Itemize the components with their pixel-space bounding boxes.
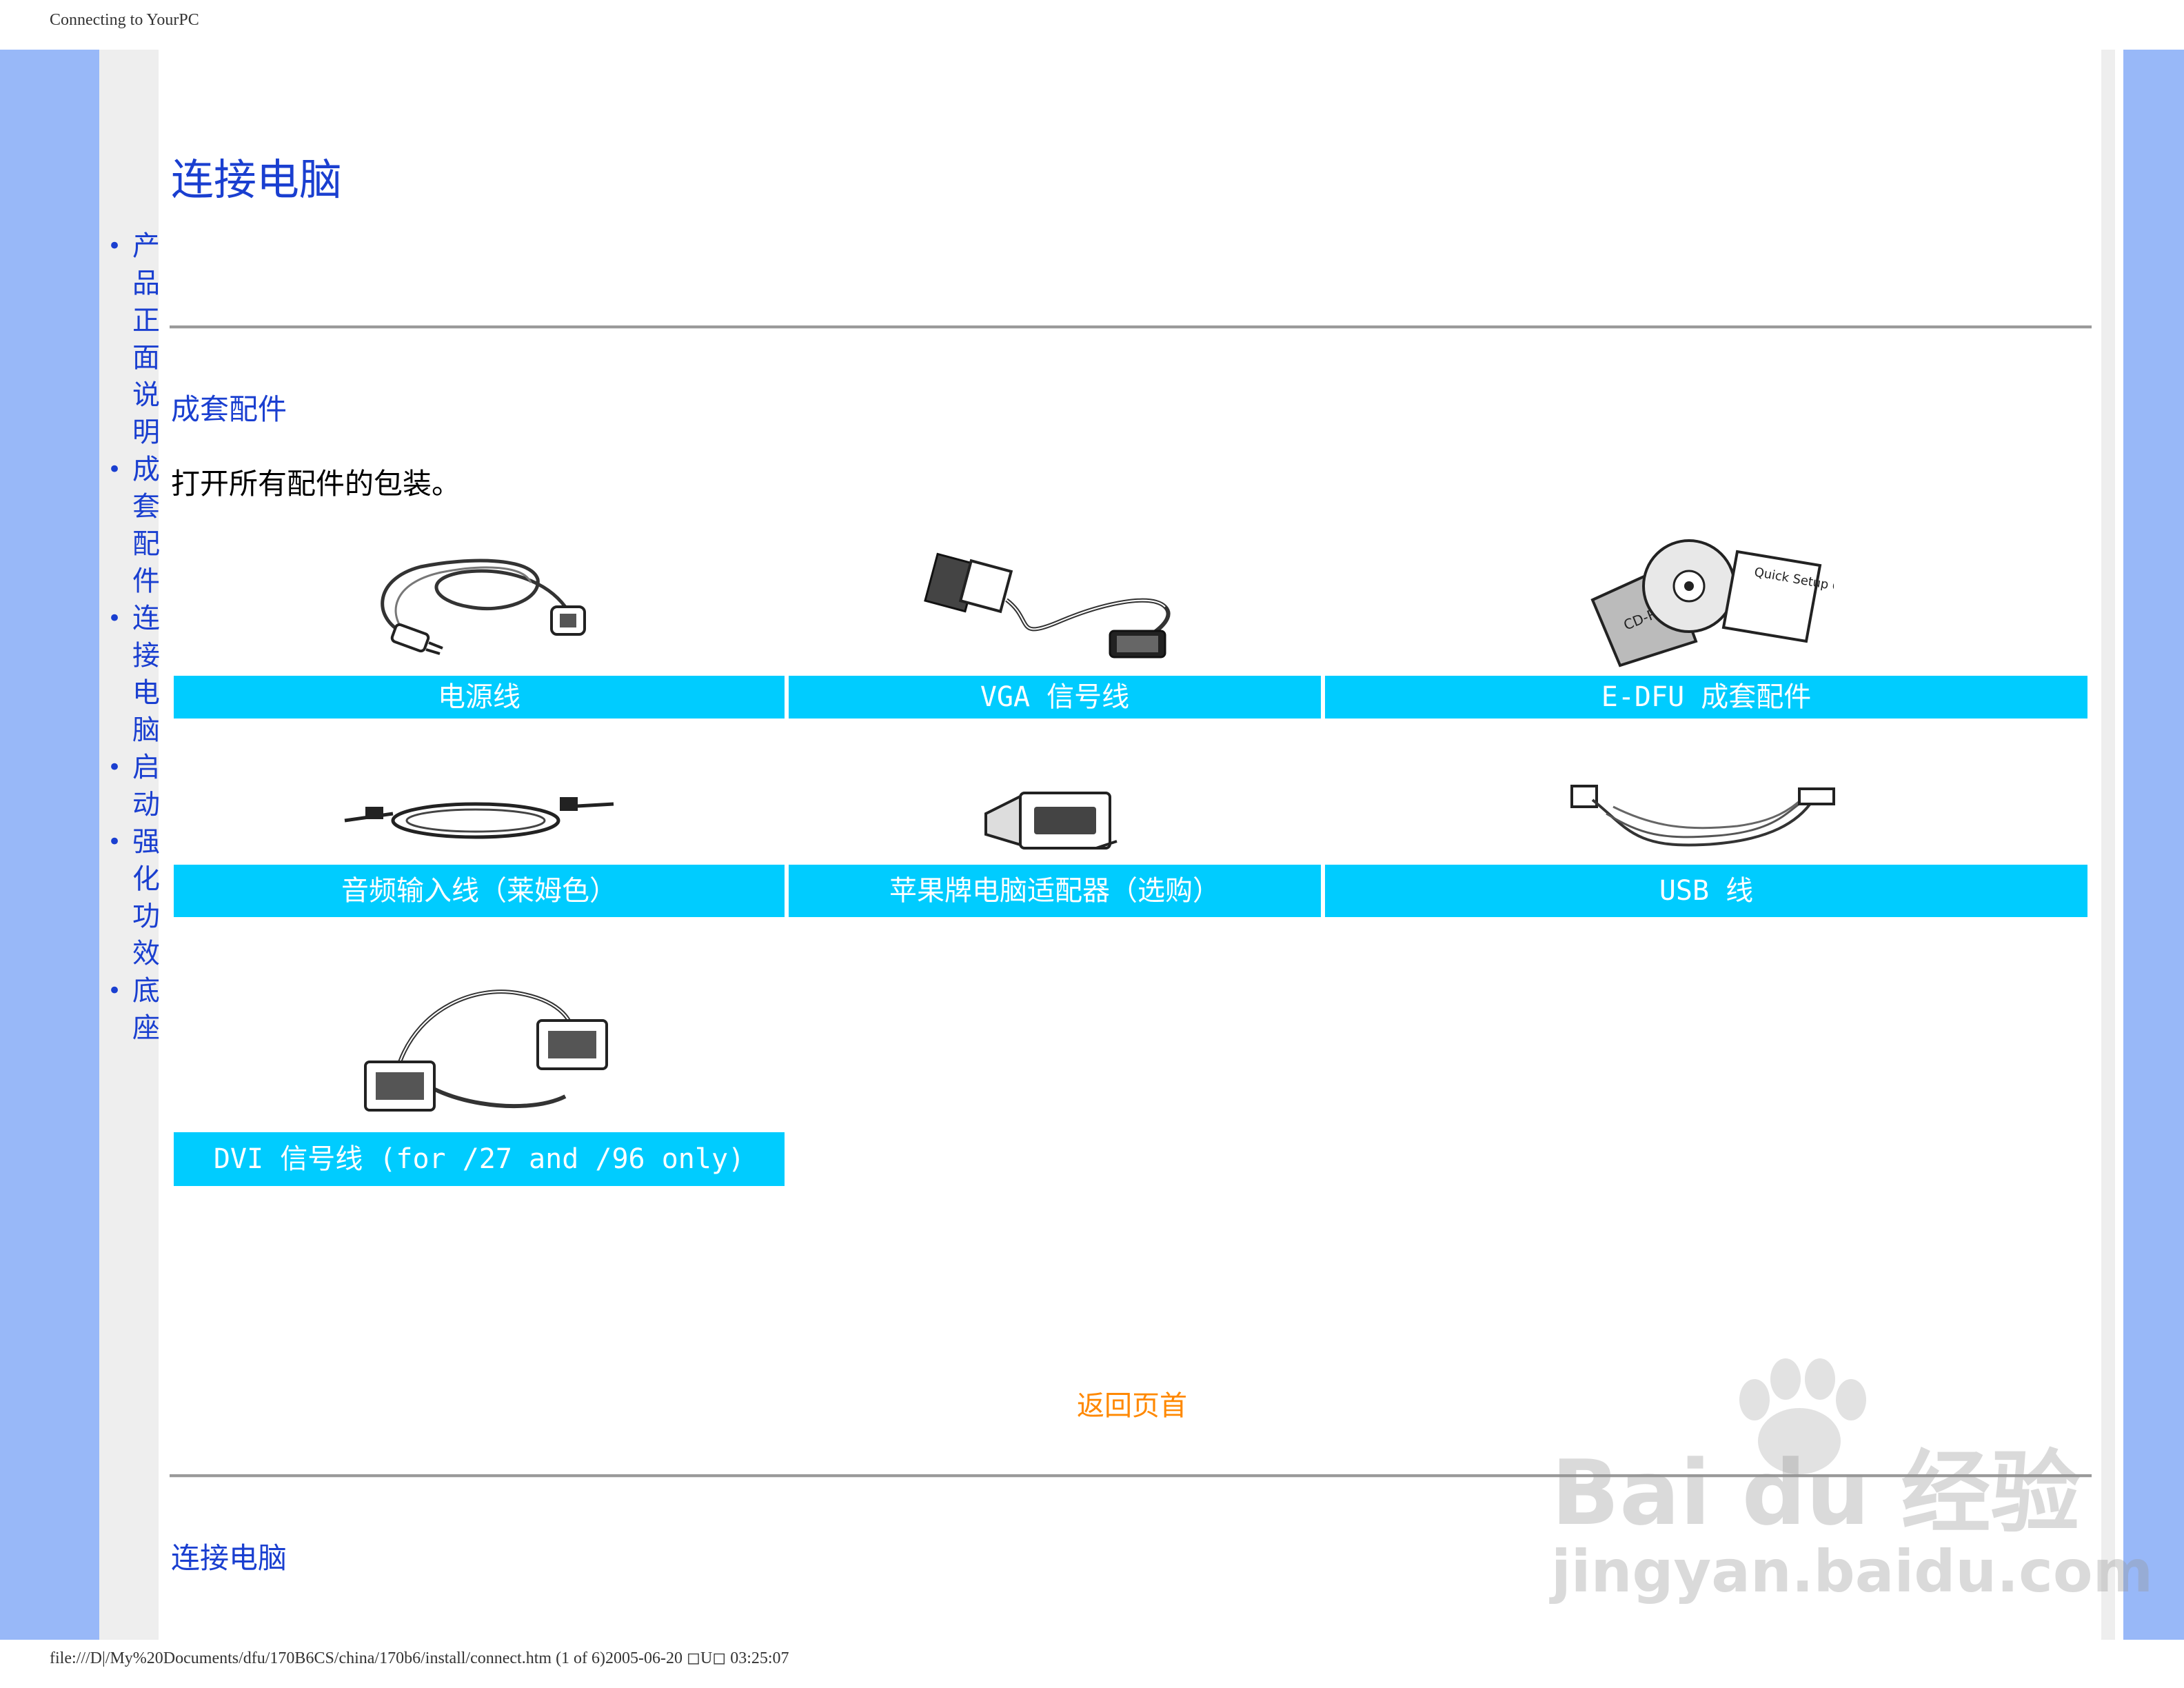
divider-bottom — [170, 1474, 2092, 1478]
bullet-icon: • — [108, 605, 122, 632]
page-title: 连接电脑 — [171, 154, 343, 205]
sidebar-item-accessories[interactable]: • 成套配件 — [103, 451, 160, 600]
accessory-label-power-cord: 电源线 — [174, 676, 785, 719]
bottom-section-title[interactable]: 连接电脑 — [171, 1541, 287, 1575]
watermark-brand: Bai du 经验 — [1551, 1440, 2081, 1545]
print-footer: file:///D|/My%20Documents/dfu/170B6CS/ch… — [50, 1649, 789, 1667]
bullet-icon: • — [108, 828, 122, 856]
accessory-label-audio-cable: 音频输入线（莱姆色） — [174, 865, 785, 917]
sidebar-item-front-panel[interactable]: • 产品正面说明 — [103, 228, 160, 451]
vga-cable-icon — [924, 552, 1171, 659]
mac-adapter-icon — [984, 792, 1118, 850]
cd-rom-guide-icon: CD-ROM Quick Setup Guide — [1590, 539, 1834, 667]
power-cord-icon — [381, 559, 586, 655]
bullet-icon: • — [108, 232, 122, 260]
bullet-icon: • — [108, 754, 122, 781]
back-to-top-link[interactable]: 返回页首 — [1077, 1390, 1187, 1422]
sidebar-item-label: 产品正面说明 — [132, 230, 160, 448]
accessory-label-mac-adapter: 苹果牌电脑适配器（选购） — [789, 865, 1321, 917]
left-blue-band — [0, 50, 99, 1640]
sidebar-item-label: 底座 — [132, 975, 160, 1044]
watermark-url: jingyan.baidu.com — [1551, 1538, 2154, 1605]
intro-text: 打开所有配件的包装。 — [171, 467, 461, 501]
paw-logo-icon — [1739, 1358, 1866, 1474]
audio-cable-icon — [344, 797, 614, 839]
usb-cable-icon — [1570, 785, 1835, 847]
sidebar-item-label: 连接电脑 — [132, 603, 160, 746]
sidebar-item-label: 启动 — [132, 752, 160, 821]
accessory-label-vga-cable: VGA 信号线 — [789, 676, 1321, 719]
dvi-cable-icon — [364, 989, 608, 1112]
print-header: Connecting to YourPC — [50, 11, 199, 29]
sidebar-item-base[interactable]: • 底座 — [103, 972, 160, 1047]
right-blue-band — [2123, 50, 2184, 1640]
sidebar-item-label: 强化功效 — [132, 826, 160, 969]
accessory-label-usb-cable: USB 线 — [1325, 865, 2087, 917]
sidebar-item-startup[interactable]: • 启动 — [103, 749, 160, 823]
sidebar-item-connect[interactable]: • 连接电脑 — [103, 600, 160, 749]
content-area — [159, 50, 2101, 1640]
accessory-label-edfu-kit: E-DFU 成套配件 — [1325, 676, 2087, 719]
accessory-label-dvi-cable: DVI 信号线 (for /27 and /96 only) — [174, 1132, 785, 1186]
left-gray-band — [99, 50, 159, 1640]
bullet-icon: • — [108, 977, 122, 1005]
right-gray-band — [2101, 50, 2115, 1640]
sidebar-item-label: 成套配件 — [132, 454, 160, 597]
sidebar-item-optimize[interactable]: • 强化功效 — [103, 823, 160, 972]
section-title[interactable]: 成套配件 — [171, 392, 287, 426]
sidebar-nav: • 产品正面说明 • 成套配件 • 连接电脑 • 启动 • 强化功效 • 底座 — [103, 228, 160, 1047]
bullet-icon: • — [108, 456, 122, 483]
divider-top — [170, 325, 2092, 329]
